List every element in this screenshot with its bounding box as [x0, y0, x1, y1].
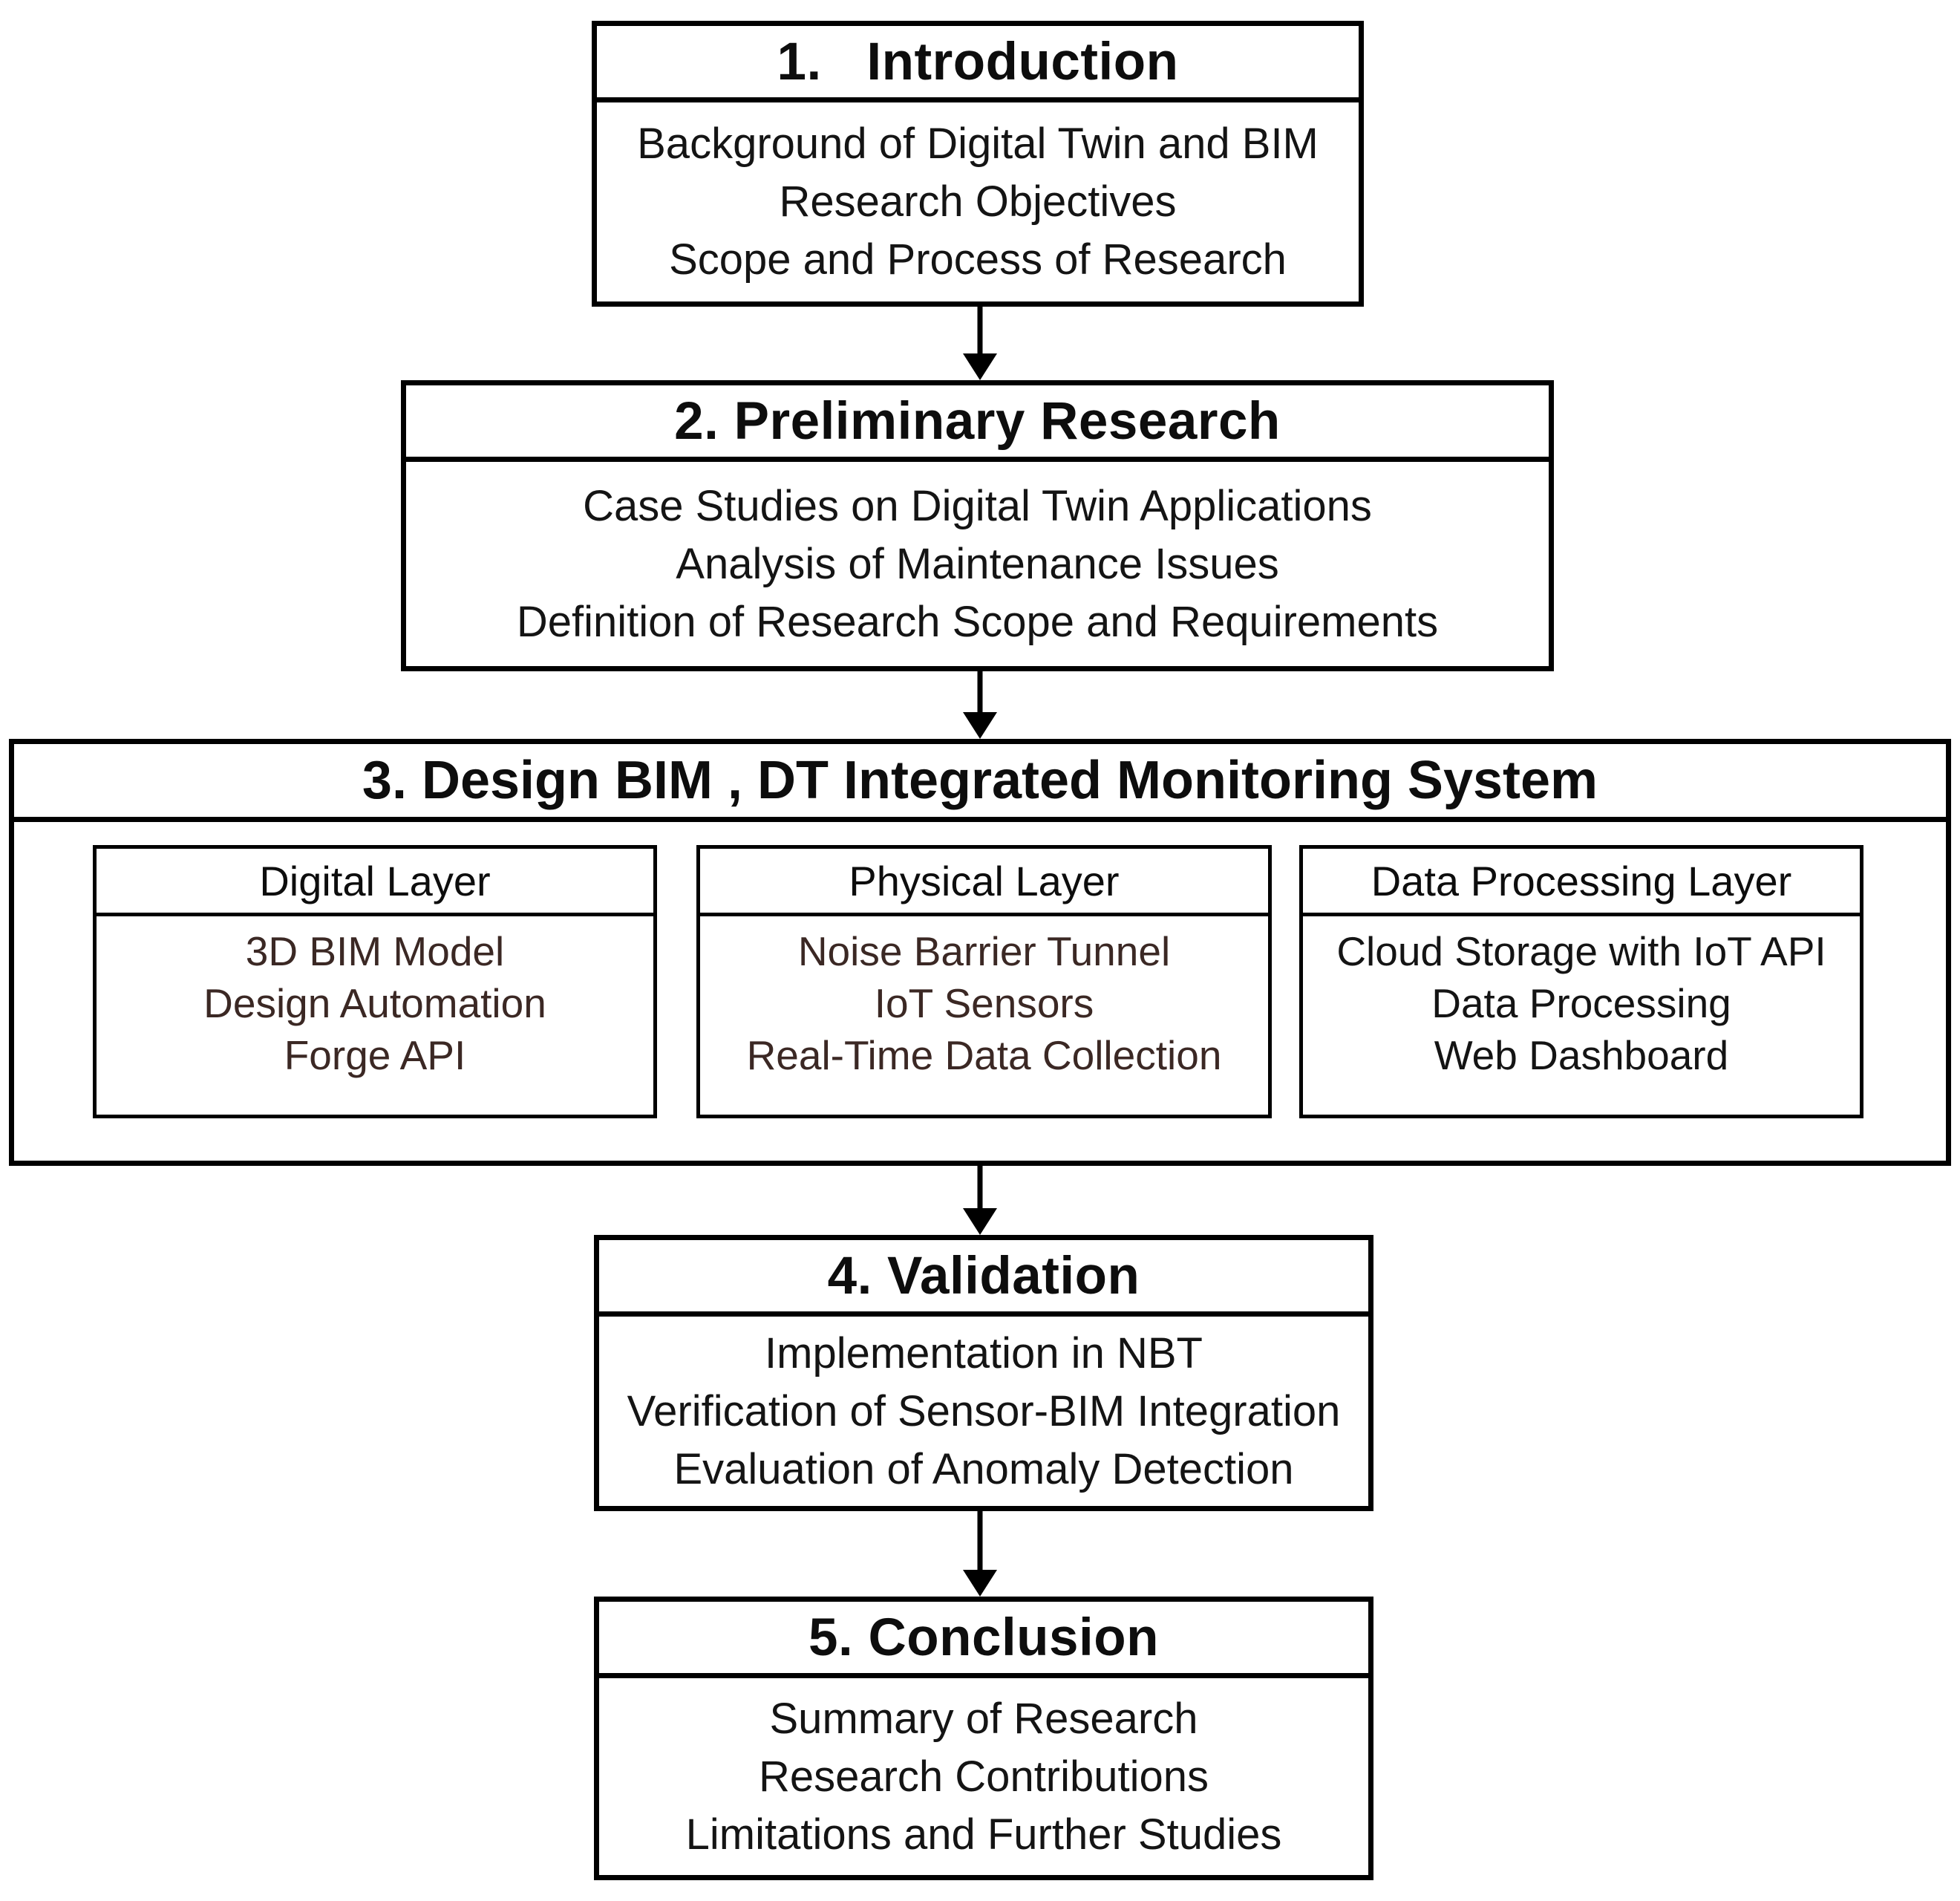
box-title-introduction: 1. Introduction [597, 26, 1359, 102]
sublayer-box-data-processing-layer: Data Processing Layer Cloud Storage with… [1299, 845, 1863, 1118]
box-item: Research Objectives [779, 177, 1177, 226]
arrow-head-icon [963, 712, 997, 739]
box-item: Limitations and Further Studies [685, 1810, 1282, 1859]
arrow-line [977, 1166, 983, 1212]
box-item: Implementation in NBT [765, 1328, 1203, 1377]
box-item: Evaluation of Anomaly Detection [673, 1444, 1294, 1493]
sublayer-title-digital-layer: Digital Layer [97, 849, 653, 916]
box-title-validation: 4. Validation [599, 1240, 1368, 1317]
sublayer-item: IoT Sensors [874, 979, 1094, 1026]
sublayer-title-physical-layer: Physical Layer [700, 849, 1268, 916]
sublayer-item: Web Dashboard [1434, 1031, 1729, 1078]
sublayer-box-physical-layer: Physical Layer Noise Barrier Tunnel IoT … [696, 845, 1272, 1118]
sublayer-item: Noise Barrier Tunnel [797, 927, 1171, 974]
arrow-head-icon [963, 353, 997, 380]
sublayer-body-physical-layer: Noise Barrier Tunnel IoT Sensors Real-Ti… [700, 916, 1268, 1115]
flow-arrow [958, 671, 1002, 739]
box-item: Research Contributions [758, 1752, 1209, 1801]
sublayer-body-digital-layer: 3D BIM Model Design Automation Forge API [97, 916, 653, 1115]
flow-arrow [958, 307, 1002, 380]
box-body-introduction: Background of Digital Twin and BIM Resea… [597, 102, 1359, 301]
sublayer-item: Cloud Storage with IoT API [1336, 927, 1826, 974]
box-title-conclusion: 5. Conclusion [599, 1602, 1368, 1678]
box-body-preliminary-research: Case Studies on Digital Twin Application… [406, 462, 1549, 666]
sublayer-body-data-processing-layer: Cloud Storage with IoT API Data Processi… [1303, 916, 1860, 1115]
arrow-line [977, 671, 983, 716]
arrow-head-icon [963, 1570, 997, 1597]
box-body-validation: Implementation in NBT Verification of Se… [599, 1317, 1368, 1506]
box-body-conclusion: Summary of Research Research Contributio… [599, 1678, 1368, 1875]
box-item: Analysis of Maintenance Issues [676, 539, 1279, 588]
arrow-line [977, 1511, 983, 1574]
flow-box-conclusion: 5. Conclusion Summary of Research Resear… [594, 1597, 1373, 1880]
arrow-line [977, 307, 983, 357]
box-item: Case Studies on Digital Twin Application… [583, 481, 1372, 530]
arrow-head-icon [963, 1208, 997, 1235]
sublayer-box-digital-layer: Digital Layer 3D BIM Model Design Automa… [93, 845, 657, 1118]
flow-box-validation: 4. Validation Implementation in NBT Veri… [594, 1235, 1373, 1511]
sublayer-item: Real-Time Data Collection [746, 1031, 1222, 1078]
sublayer-item: Design Automation [203, 979, 546, 1026]
box-item: Summary of Research [769, 1694, 1198, 1743]
box-item: Verification of Sensor-BIM Integration [627, 1386, 1341, 1435]
sublayer-title-data-processing-layer: Data Processing Layer [1303, 849, 1860, 916]
flow-arrow [958, 1166, 1002, 1235]
box-item: Background of Digital Twin and BIM [637, 120, 1319, 168]
flow-box-introduction: 1. Introduction Background of Digital Tw… [592, 21, 1364, 307]
flow-arrow [958, 1511, 1002, 1597]
box-item: Scope and Process of Research [669, 235, 1287, 284]
sublayer-item: 3D BIM Model [245, 927, 505, 974]
box-item: Definition of Research Scope and Require… [516, 597, 1439, 646]
box-title-design-system: 3. Design BIM , DT Integrated Monitoring… [14, 744, 1946, 822]
sublayer-item: Forge API [284, 1031, 466, 1078]
flow-box-preliminary-research: 2. Preliminary Research Case Studies on … [401, 380, 1554, 671]
sublayer-item: Data Processing [1431, 979, 1731, 1026]
box-title-preliminary-research: 2. Preliminary Research [406, 385, 1549, 462]
